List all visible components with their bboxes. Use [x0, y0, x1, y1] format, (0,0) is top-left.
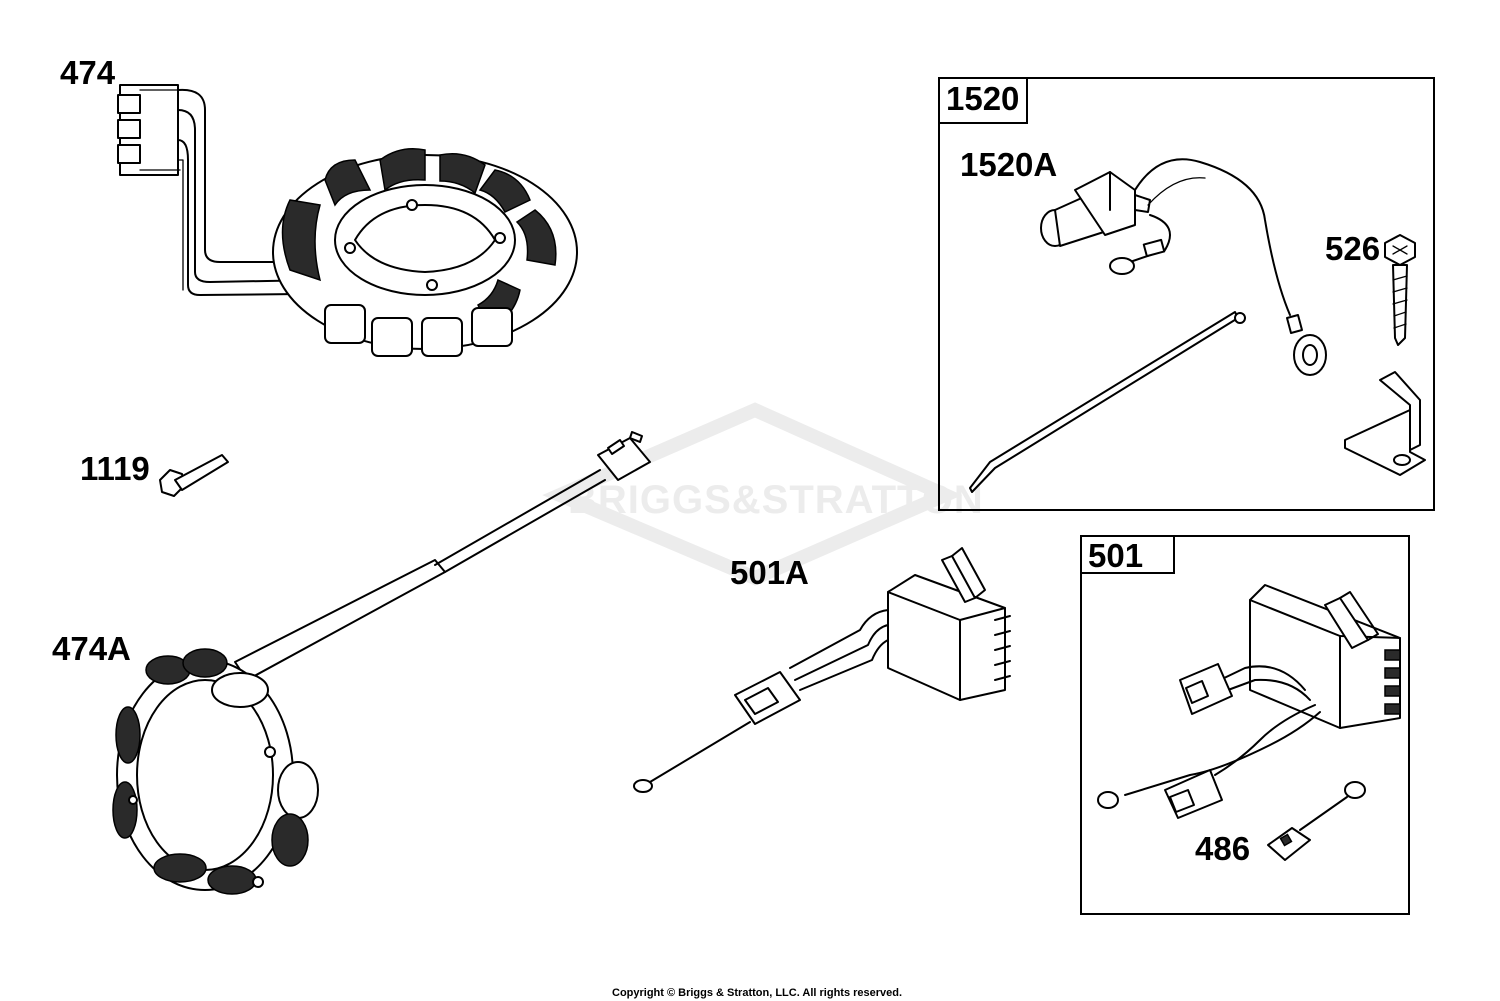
callout-474A[interactable]: 474A — [52, 630, 131, 667]
kit-1520-frame — [938, 77, 1435, 511]
part-474A-alternator[interactable] — [112, 431, 651, 895]
alternator-474A-connector — [597, 431, 651, 481]
part-526-screw[interactable] — [1384, 234, 1416, 346]
callout-474[interactable]: 474 — [60, 54, 116, 91]
part-1520A-switch[interactable] — [1040, 158, 1327, 376]
copyright-notice: Copyright © Briggs & Stratton, LLC. All … — [612, 987, 903, 999]
regulator-501A-fins — [994, 615, 1011, 681]
callout-501A[interactable]: 501A — [730, 554, 809, 591]
part-501A-regulator[interactable] — [633, 547, 1011, 793]
stator-474-connector — [117, 84, 181, 176]
callout-486[interactable]: 486 — [1195, 830, 1251, 867]
regulator-501-fins — [1384, 649, 1401, 715]
screw-526-threads — [1392, 275, 1408, 329]
stator-474-coils — [281, 148, 557, 357]
callout-526[interactable]: 526 — [1325, 230, 1381, 267]
callout-1119[interactable]: 1119 — [80, 450, 150, 487]
callout-1520A[interactable]: 1520A — [960, 146, 1058, 183]
part-486-ground-strap[interactable] — [1267, 781, 1366, 861]
kit-1520-label[interactable]: 1520 — [938, 77, 1028, 124]
kit-501-frame — [1080, 535, 1410, 915]
part-1119-bolt[interactable] — [159, 454, 229, 497]
part-474-stator[interactable] — [117, 84, 578, 357]
kit-501-label[interactable]: 501 — [1080, 535, 1175, 574]
part-cable-tie[interactable] — [969, 311, 1246, 493]
part-bracket[interactable] — [1344, 371, 1426, 476]
alternator-474A-magnets — [112, 648, 319, 895]
part-501-regulator[interactable] — [1097, 584, 1401, 819]
watermark-text: BRIGGS&STRATTON — [568, 478, 984, 522]
